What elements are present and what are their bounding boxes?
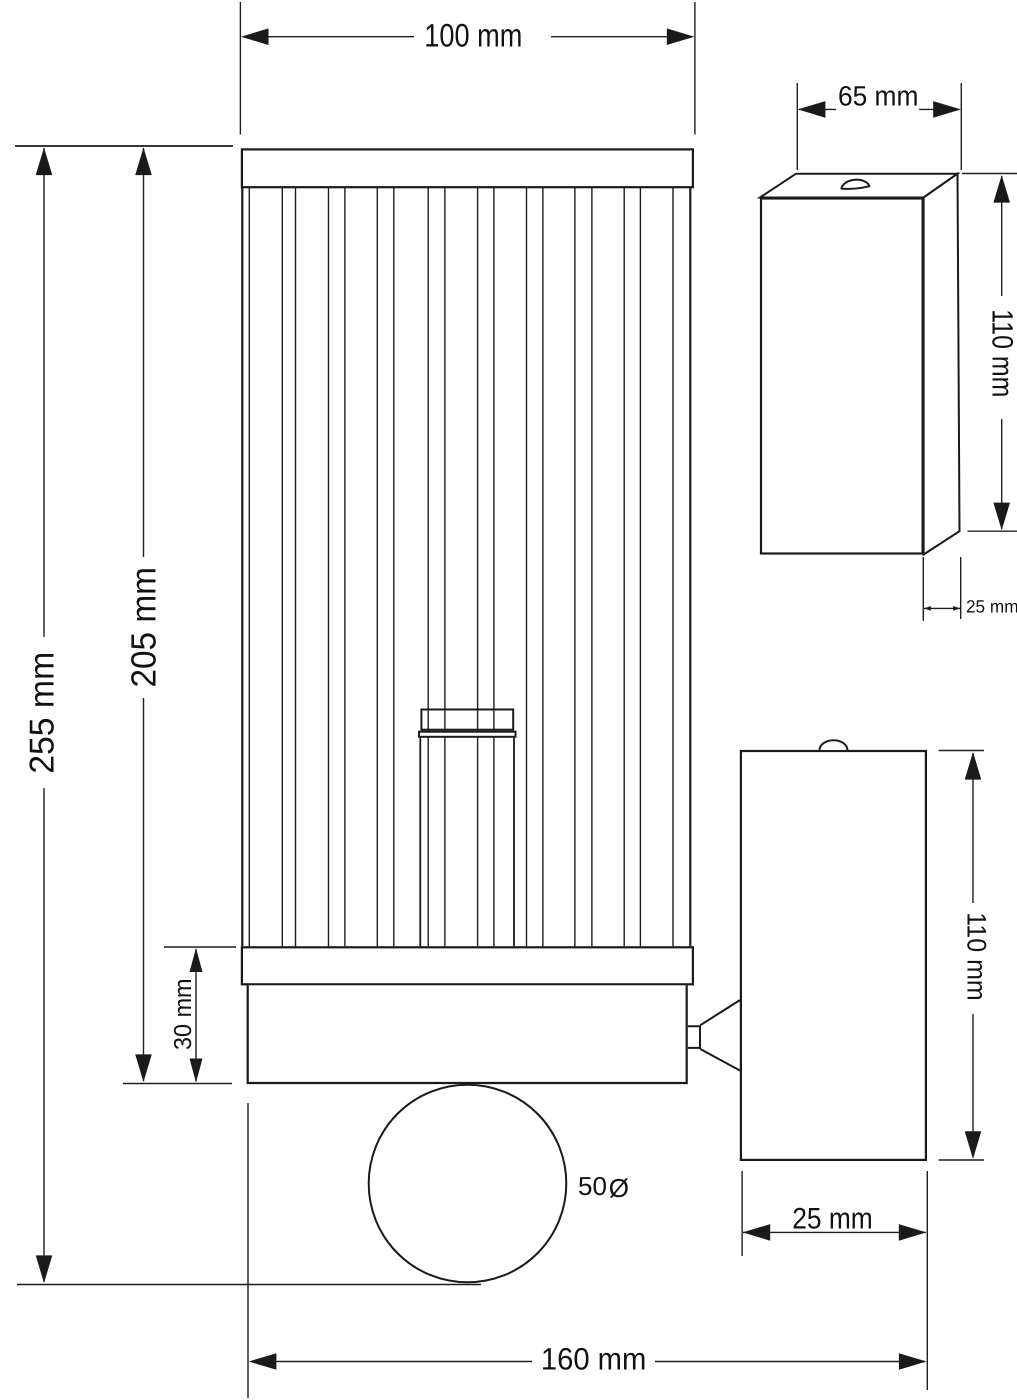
svg-text:65 mm: 65 mm xyxy=(838,81,919,112)
svg-text:255 mm: 255 mm xyxy=(24,652,62,774)
svg-text:30 mm: 30 mm xyxy=(170,978,197,1049)
svg-text:110 mm: 110 mm xyxy=(985,309,1017,397)
svg-text:110 mm: 110 mm xyxy=(962,912,992,1001)
svg-text:25 mm: 25 mm xyxy=(792,1203,873,1236)
svg-text:160 mm: 160 mm xyxy=(541,1342,647,1377)
svg-text:205 mm: 205 mm xyxy=(125,567,164,688)
svg-text:25 mm: 25 mm xyxy=(966,596,1017,616)
svg-text:50: 50 xyxy=(578,1171,607,1201)
svg-text:100 mm: 100 mm xyxy=(424,17,522,53)
svg-text:Ø: Ø xyxy=(609,1173,629,1203)
